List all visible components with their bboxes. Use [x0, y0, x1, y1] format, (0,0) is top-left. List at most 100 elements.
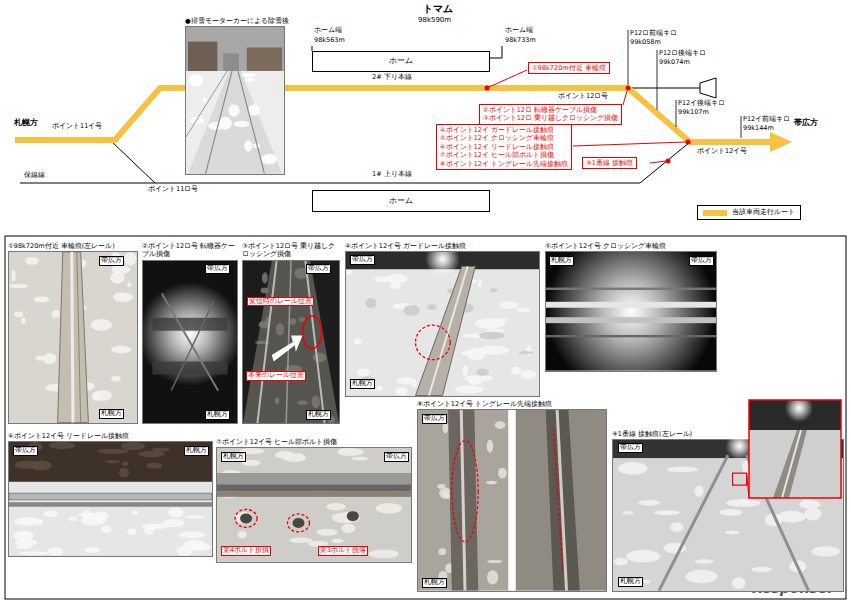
photo-detail: [217, 485, 411, 492]
photo-detail: [366, 298, 377, 308]
photo-detail: [101, 526, 111, 533]
photo-detail: [276, 323, 284, 335]
photo-frame: [5, 236, 846, 599]
photo-detail: [234, 121, 250, 127]
photo-detail: [369, 550, 399, 559]
photo-detail: [799, 500, 820, 509]
photo-detail: [317, 529, 338, 536]
track-label: トマム: [423, 3, 453, 15]
photo-detail: [438, 549, 446, 556]
photo-detail: [245, 78, 254, 82]
photo-detail: [124, 252, 136, 266]
direction-label: 帯広方: [99, 256, 124, 266]
photo-detail: [686, 570, 718, 583]
photo-detail: [21, 318, 26, 324]
km-tick: [676, 100, 677, 127]
photo-illustration: [418, 410, 606, 591]
photo-detail: [217, 448, 411, 562]
photo-illustration: [346, 252, 539, 396]
track-label: 99k144m: [743, 125, 774, 133]
photo-detail: [546, 410, 580, 591]
photo-illustration: [243, 261, 339, 423]
direction-label: 帯広方: [350, 255, 375, 265]
photo-panel: ⑨1番線 接触痕(左レール)帯広方札幌方: [612, 430, 844, 592]
photo-detail: [275, 397, 279, 404]
photo-title: ⑤ポイント12イ号 クロッシング車輪痕: [545, 242, 717, 250]
photo-image: 帯広方札幌方: [345, 251, 540, 397]
platform-label: ホーム: [389, 196, 413, 206]
photo-detail: [186, 27, 284, 174]
photo-detail: [287, 514, 309, 532]
photo-detail: [313, 352, 327, 362]
photo-detail: [146, 463, 163, 469]
photo-detail: [206, 71, 232, 174]
photo-detail: [303, 316, 322, 348]
maintenance-track: [20, 183, 155, 184]
legend: 当該車両走行ルート: [697, 205, 801, 220]
siding-track: [628, 88, 700, 89]
photo-title: ⑦ポイント12イ号 ヒール部ボルト損傷: [216, 438, 412, 446]
photo-detail: [9, 252, 137, 423]
direction-label: 札幌方: [422, 578, 447, 588]
photo-detail: [613, 558, 628, 566]
photo-detail: [143, 282, 237, 385]
photo-detail: [305, 261, 324, 423]
photo-detail: [240, 514, 252, 524]
photo-detail: [242, 73, 257, 77]
direction-label: 札幌方: [184, 446, 209, 456]
track-label: ポイント12ロ号: [558, 93, 608, 101]
photo-image: 帯広方札幌方: [8, 251, 138, 424]
photo-title: ●排雪モーターカーによる除雪後: [185, 17, 285, 25]
photo-image: 帯広方札幌方: [612, 439, 844, 592]
callout-text: ⑥ポイント12イ リードレール接触痕: [440, 143, 568, 151]
photo-detail: [357, 369, 370, 377]
direction-label: 帯広方: [618, 443, 643, 453]
photo-detail: [72, 252, 73, 423]
photo-detail: [487, 571, 498, 585]
photo-detail: [337, 448, 363, 456]
photo-image: 帯広方札幌方: [417, 409, 607, 592]
track-label: ポイント12イ号: [697, 148, 747, 156]
photo-panel: ⑤ポイント12イ号 クロッシング車輪痕札幌方帯広方: [545, 242, 717, 372]
track-label: P12イ後端キロ: [678, 100, 725, 108]
track-label: ホーム端: [314, 27, 342, 35]
photo-detail: [34, 520, 42, 525]
photo-detail: [654, 511, 679, 516]
photo-detail: [243, 261, 339, 423]
photo-detail: [331, 539, 343, 544]
photo-detail: [127, 529, 136, 536]
photo-panel: ①98k720m付近 車輪痕(左レール)帯広方札幌方: [8, 242, 138, 424]
photo-detail: [52, 311, 60, 319]
photo-detail: [244, 141, 252, 152]
photo-detail: [113, 293, 133, 303]
photo-detail: [487, 560, 502, 563]
photo-illustration: [9, 442, 212, 556]
photo-detail: [14, 518, 43, 526]
photo-detail: [84, 548, 100, 554]
photo-detail: [395, 387, 407, 396]
track-label: 2# 下り本線: [372, 74, 412, 82]
photo-title: ①98k720m付近 車輪痕(左レール): [8, 242, 138, 250]
photo-illustration: [546, 252, 716, 371]
photo-detail: [519, 351, 533, 354]
photo-detail: [517, 308, 530, 313]
photo-detail: [695, 560, 715, 564]
photo-detail: [9, 503, 212, 508]
photo-detail: [68, 517, 77, 521]
track-label: P12ロ後端キロ: [659, 50, 706, 58]
photo-detail: [48, 548, 64, 556]
photo-illustration: [613, 440, 843, 591]
photo-detail: [643, 580, 650, 584]
photo-detail: [346, 270, 352, 275]
photo-panel: ⑧ポイント12イ号 トングレール先端接触痕帯広方札幌方: [417, 400, 607, 592]
photo-detail: [121, 442, 145, 450]
photo-detail: [437, 484, 445, 489]
photo-detail: [805, 508, 822, 521]
track-label: 1# 上り本線: [372, 171, 412, 179]
photo-title: ⑧ポイント12イ号 トングレール先端接触痕: [417, 400, 607, 408]
photo-detail: [452, 441, 478, 542]
callout-text: ⑧ポイント12イ トングレール先端接触痕: [440, 160, 568, 168]
photo-detail: [326, 503, 345, 510]
photo-detail: [168, 508, 184, 518]
photo-detail: [490, 289, 497, 293]
